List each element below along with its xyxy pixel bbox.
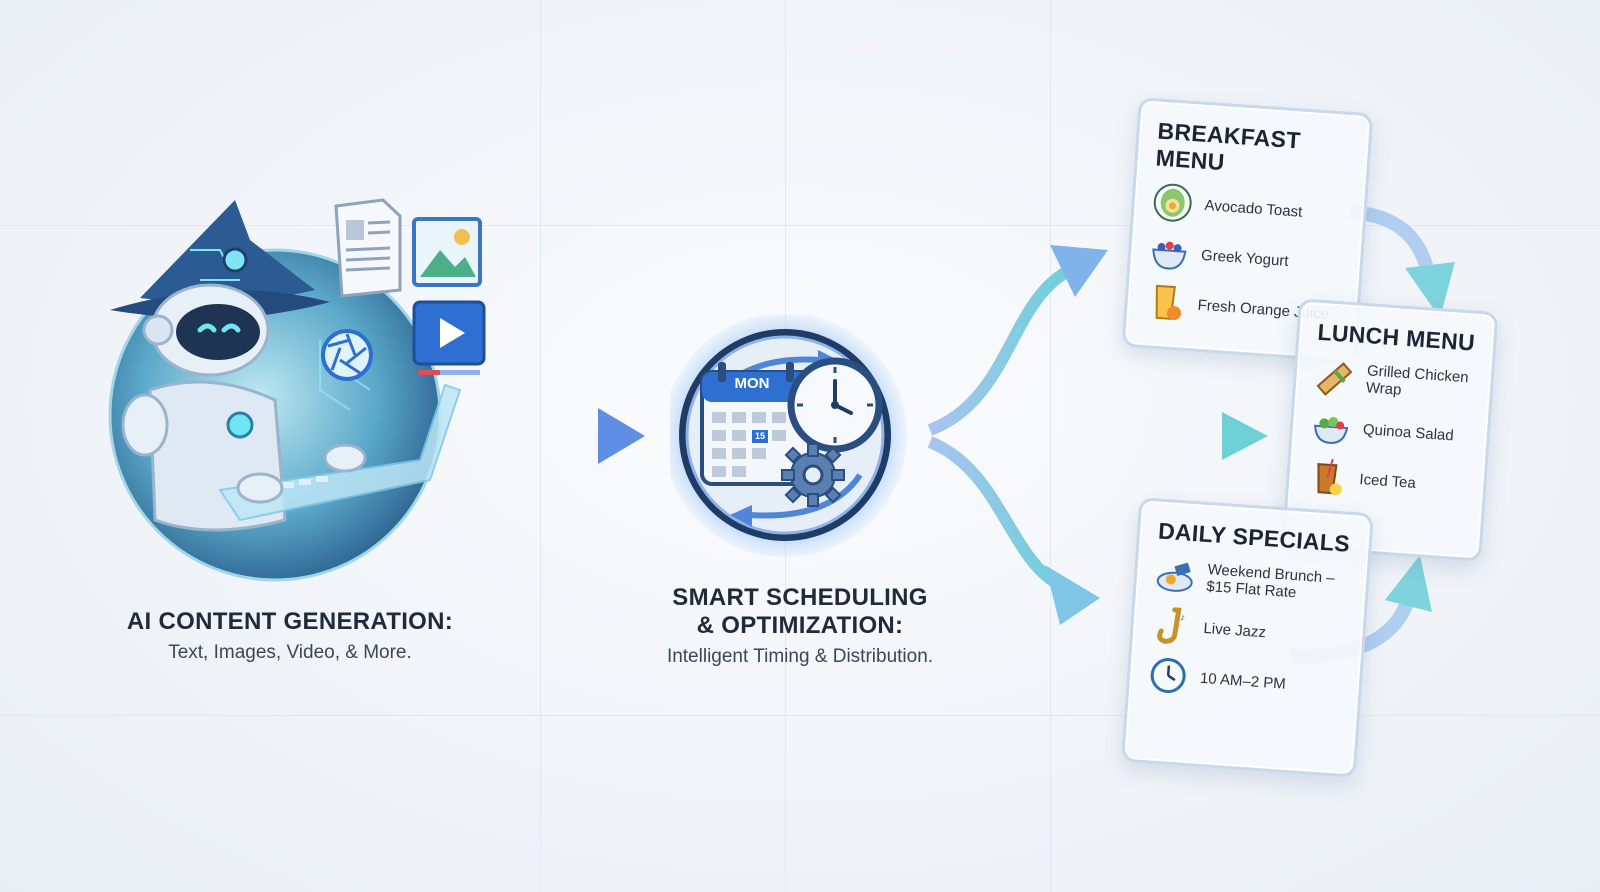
calendar-date-label: 15	[754, 431, 765, 441]
grid-line-h1	[0, 225, 1600, 226]
avocado-toast-icon	[1153, 183, 1192, 222]
arrow-to-specials	[927, 436, 1063, 591]
wizard-robot-icon	[108, 200, 462, 582]
arrow-head-b2l	[1405, 262, 1455, 318]
brunch-plate-icon	[1156, 562, 1193, 592]
lunch-item-label: Quinoa Salad	[1362, 420, 1455, 444]
arrow-head-specials	[1045, 565, 1100, 625]
video-play-icon	[412, 300, 486, 375]
grid-line-v3	[1050, 0, 1051, 892]
ai-title: AI CONTENT GENERATION:	[126, 608, 454, 635]
breakfast-menu-card: BREAKFAST MENU Avocado Toast Greek Yogur…	[1121, 97, 1374, 363]
arrow-to-breakfast	[927, 264, 1073, 436]
list-item: Greek Yogurt	[1148, 231, 1343, 284]
list-item: Quinoa Salad	[1310, 406, 1470, 457]
scheduling-caption: SMART SCHEDULING & OPTIMIZATION: Intelli…	[600, 584, 1000, 668]
chicken-wrap-icon	[1316, 362, 1353, 396]
specials-item-label: Weekend Brunch – $15 Flat Rate	[1205, 561, 1336, 602]
document-icon	[334, 198, 402, 298]
lunch-item-label: Iced Tea	[1358, 470, 1417, 492]
clock-icon	[1150, 658, 1186, 694]
yogurt-bowl-icon	[1152, 241, 1187, 270]
ai-caption: AI CONTENT GENERATION: Text, Images, Vid…	[90, 608, 490, 664]
scheduling-subtitle: Intelligent Timing & Distribution.	[666, 646, 934, 667]
image-icon	[412, 217, 482, 287]
list-item: Grilled Chicken Wrap	[1313, 356, 1473, 407]
daily-specials-title: DAILY SPECIALS	[1157, 517, 1351, 557]
camera-aperture-icon	[321, 329, 373, 381]
saxophone-icon: ♪	[1157, 607, 1186, 644]
specials-item-label: 10 AM–2 PM	[1199, 669, 1287, 693]
breakfast-menu-title: BREAKFAST MENU	[1154, 117, 1302, 176]
arrow-head-s2l	[1385, 555, 1432, 612]
quinoa-salad-icon	[1314, 417, 1349, 444]
calendar-day-label: MON	[734, 375, 770, 392]
iced-tea-icon	[1317, 458, 1342, 496]
lunch-menu-card: LUNCH MENU Grilled Chicken Wrap Quinoa S…	[1281, 298, 1499, 562]
orange-juice-icon	[1155, 284, 1182, 321]
list-item: Iced Tea	[1306, 455, 1466, 506]
grid-line-v1	[540, 0, 541, 892]
ai-illustration	[100, 190, 500, 590]
list-item: 10 AM–2 PM	[1147, 654, 1342, 707]
list-item: Avocado Toast	[1151, 181, 1346, 234]
list-item: Weekend Brunch – $15 Flat Rate	[1154, 554, 1349, 607]
arrow-head-ai	[598, 408, 645, 464]
ai-subtitle: Text, Images, Video, & More.	[168, 642, 412, 663]
lunch-menu-title: LUNCH MENU	[1316, 318, 1476, 356]
list-item: Fresh Orange Juice	[1144, 281, 1339, 334]
breakfast-item-label: Avocado Toast	[1204, 196, 1303, 221]
arrow-head-breakfast	[1050, 245, 1108, 297]
specials-item-label: Live Jazz	[1202, 619, 1267, 641]
clock-icon	[787, 357, 883, 453]
scheduling-illustration: MON 15	[663, 313, 920, 565]
daily-specials-card: DAILY SPECIALS Weekend Brunch – $15 Flat…	[1121, 497, 1374, 778]
scheduling-title-line1: SMART SCHEDULING	[672, 584, 928, 611]
arrow-head-lunch	[1222, 412, 1268, 460]
gear-icon	[781, 443, 845, 507]
list-item: ♪ Live Jazz	[1150, 604, 1345, 657]
grid-line-h2	[0, 715, 1600, 716]
lunch-item-label: Grilled Chicken Wrap	[1365, 362, 1470, 399]
scheduling-title-line2: & OPTIMIZATION:	[696, 612, 904, 639]
svg-text:♪: ♪	[1180, 612, 1186, 623]
breakfast-item-label: Greek Yogurt	[1200, 246, 1290, 270]
